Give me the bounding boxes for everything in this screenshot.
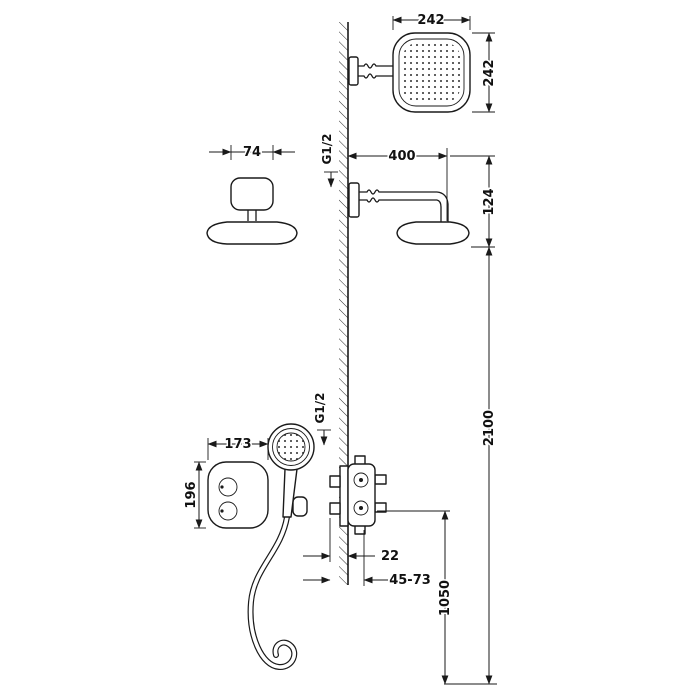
shower-head-spray-face (403, 43, 460, 102)
thread-hand-label: G1/2 (313, 393, 327, 424)
shower-head-front (206, 221, 298, 245)
dim-trim-width: 173 (207, 436, 269, 460)
dim-arm-plate-width: 74 (209, 144, 295, 162)
arm-pipe-top-view (358, 63, 393, 69)
thread-top-label: G1/2 (320, 134, 334, 165)
arm-elbow (436, 199, 442, 222)
mixer-cartridge-bottom-center (359, 506, 363, 510)
dim-label-trim-width: 173 (224, 437, 251, 452)
dim-label-head-width: 242 (417, 13, 444, 28)
dim-trim-height: 196 (183, 461, 206, 529)
dim-head-width: 242 (392, 12, 471, 30)
hand-shower-hose (248, 515, 296, 669)
dim-mixer-height: 1050 (377, 510, 455, 685)
dim-label-protrusion: 22 (381, 549, 399, 564)
dim-label-trim-height: 196 (184, 481, 199, 508)
control-knob-top (218, 477, 238, 497)
overhead-shower-side-view (348, 182, 470, 245)
mixer-body-side-view (329, 455, 387, 535)
dim-label-arm-length: 400 (388, 149, 415, 164)
mixer-cartridge-top-center (359, 478, 363, 482)
control-knob-bottom (218, 501, 238, 521)
shower-head-top-inner-edge (398, 38, 465, 107)
overhead-shower-top-view (348, 32, 471, 113)
overhead-shower-front-view (206, 177, 298, 245)
dim-overall-height: 2100 (444, 246, 499, 685)
mixer-cartridge-bottom (353, 500, 369, 516)
hand-shower (247, 423, 315, 670)
arm-pipe-side-view (359, 189, 437, 195)
mixer-trim-plate-edge (339, 465, 349, 527)
mixer-knob-stub-bottom (329, 502, 341, 515)
dim-label-head-depth: 242 (482, 59, 497, 86)
control-knob-top-marker (220, 485, 224, 489)
mixer-cartridge-top (353, 472, 369, 488)
mixer-knob-stub-top (329, 475, 341, 488)
control-panel-front-view (207, 461, 269, 529)
hand-shower-holder (292, 496, 308, 517)
arm-flange-top-view (348, 56, 359, 86)
callout-thread-top: G1/2 (319, 132, 338, 188)
dim-embed-depth: 45-73 (303, 530, 432, 590)
hand-shower-spray-face (276, 432, 306, 462)
arm-flange-side-view (348, 182, 360, 218)
dim-label-arm-plate-width: 74 (243, 145, 261, 160)
dim-label-mixer-height: 1050 (438, 580, 453, 616)
dim-head-depth: 242 (472, 32, 499, 113)
wall-hatching (339, 22, 348, 585)
dim-label-head-drop: 124 (482, 188, 497, 215)
callout-thread-hand: G1/2 (312, 391, 331, 446)
dim-protrusion: 22 (303, 518, 401, 566)
shower-head-side (396, 221, 470, 245)
arm-pipe-top-view (358, 73, 393, 79)
arm-elbow (436, 191, 449, 222)
wall-plate-front (230, 177, 274, 211)
mixer-rear-port-top (374, 474, 387, 485)
dim-label-embed-depth: 45-73 (389, 573, 431, 588)
arm-pipe-side-view (359, 197, 437, 203)
hand-shower-head-ring (272, 428, 310, 466)
dim-arm-length: 400 (347, 148, 448, 221)
control-panel-plate (207, 461, 269, 529)
dim-label-overall-height: 2100 (482, 410, 497, 446)
control-knob-bottom-marker (220, 509, 224, 513)
